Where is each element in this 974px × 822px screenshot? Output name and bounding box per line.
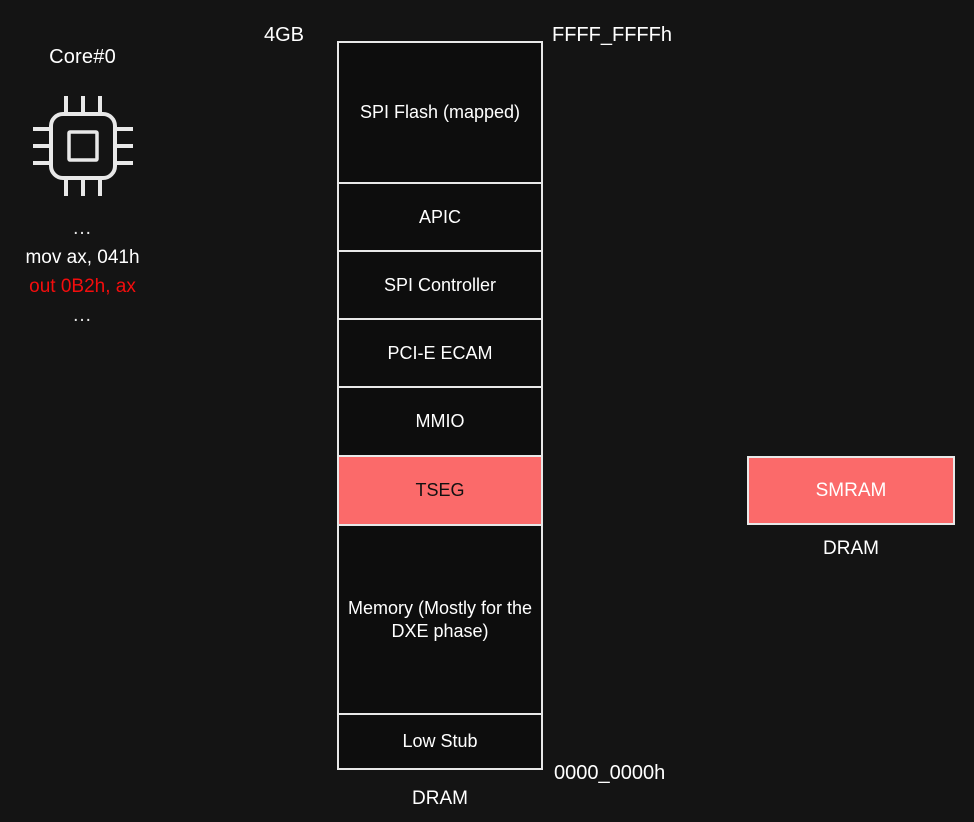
memory-region-tseg[interactable]: TSEG — [339, 457, 541, 526]
memory-region-dxe-memory[interactable]: Memory (Mostly for the DXE phase) — [339, 526, 541, 715]
code-line-ellipsis-bottom: ... — [73, 305, 92, 326]
smram-label: SMRAM — [815, 479, 887, 501]
memory-map-footer-label: DRAM — [412, 788, 468, 809]
memory-region-label: SPI Flash (mapped) — [359, 102, 521, 122]
code-line-mov: mov ax, 041h — [25, 247, 140, 268]
memory-region-mmio[interactable]: MMIO — [339, 388, 541, 457]
smram-box[interactable]: SMRAM — [747, 456, 955, 525]
memory-top-size-label: 4GB — [264, 24, 305, 46]
memory-region-pcie-ecam[interactable]: PCI-E ECAM — [339, 320, 541, 388]
memory-region-label: MMIO — [415, 411, 465, 431]
code-line-ellipsis-top: ... — [73, 218, 92, 239]
memory-region-label: Memory (Mostly for the DXE phase) — [347, 597, 533, 641]
memory-region-label: PCI-E ECAM — [387, 342, 493, 363]
core-label: Core#0 — [49, 46, 116, 68]
memory-region-spi-controller[interactable]: SPI Controller — [339, 252, 541, 320]
memory-region-label: SPI Controller — [383, 274, 497, 295]
memory-region-label: Low Stub — [402, 731, 478, 751]
memory-map: SPI Flash (mapped) APIC SPI Controller P… — [337, 41, 543, 770]
cpu-core-panel: Core#0 — [0, 44, 165, 330]
memory-region-label: APIC — [418, 206, 461, 227]
memory-top-address-label: FFFF_FFFFh — [552, 24, 672, 46]
code-line-out: out 0B2h, ax — [29, 276, 136, 297]
memory-region-apic[interactable]: APIC — [339, 184, 541, 252]
smram-footer-label: DRAM — [823, 538, 879, 559]
cpu-code-listing: ... mov ax, 041h out 0B2h, ax ... — [0, 214, 165, 330]
memory-region-label: TSEG — [415, 480, 465, 500]
cpu-chip-icon — [0, 90, 165, 202]
memory-region-low-stub[interactable]: Low Stub — [339, 715, 541, 768]
memory-bottom-address-label: 0000_0000h — [554, 762, 666, 784]
memory-region-spi-flash[interactable]: SPI Flash (mapped) — [339, 43, 541, 184]
